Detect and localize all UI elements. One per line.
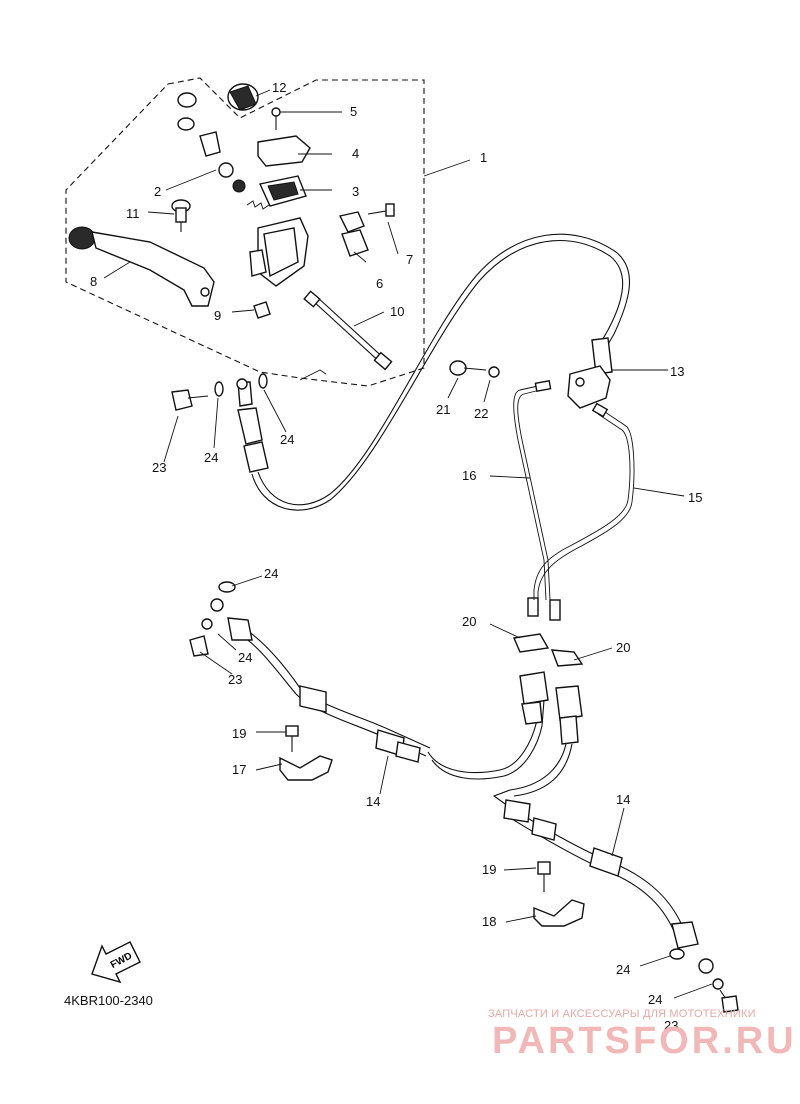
callout-3: 3 — [352, 184, 359, 199]
washer-24-e — [669, 948, 685, 960]
callout-1: 1 — [480, 150, 487, 165]
washer-24-c — [218, 581, 236, 593]
brake-hose-14-left — [227, 617, 549, 780]
brake-lever-8 — [68, 226, 215, 307]
bracket-17 — [279, 755, 333, 781]
callout-18: 18 — [482, 914, 496, 929]
callout-22: 22 — [474, 406, 488, 421]
callout-5: 5 — [350, 104, 357, 119]
diagram-code: 4KBR100-2340 — [64, 993, 153, 1008]
callout-24b: 24 — [280, 432, 294, 447]
brake-hose-14-right — [492, 685, 699, 949]
washer-24-b — [258, 373, 268, 389]
washer-22 — [488, 366, 500, 378]
holder-6 — [338, 211, 369, 257]
brake-pipe-15 — [533, 402, 635, 621]
callout-7: 7 — [406, 252, 413, 267]
union-bolt-23-bottom — [719, 989, 739, 1013]
callout-21: 21 — [436, 402, 450, 417]
master-cylinder-body — [249, 217, 309, 287]
callout-19b: 19 — [482, 862, 496, 877]
nut-9 — [253, 301, 271, 319]
callout-15: 15 — [688, 490, 702, 505]
leader-lines — [103, 89, 713, 999]
bracket-18 — [533, 899, 585, 927]
callout-12: 12 — [272, 80, 286, 95]
callout-19a: 19 — [232, 726, 246, 741]
washer-24-f — [698, 958, 714, 974]
switch-10 — [303, 290, 393, 371]
bolt-19-right — [537, 861, 551, 892]
callout-24e: 24 — [616, 962, 630, 977]
washer-24-d — [210, 598, 224, 612]
brake-pipe-16 — [513, 380, 552, 617]
callout-10: 10 — [390, 304, 404, 319]
callout-24d: 24 — [238, 650, 252, 665]
callout-2: 2 — [154, 184, 161, 199]
callout-24c: 24 — [264, 566, 278, 581]
union-bolt-23-mid — [189, 618, 213, 657]
callout-labels: 12 5 4 1 2 3 11 7 8 6 9 10 13 21 22 24 2… — [90, 80, 702, 1033]
callout-24a: 24 — [204, 450, 218, 465]
callout-23b: 23 — [228, 672, 242, 687]
callout-16: 16 — [462, 468, 476, 483]
callout-11: 11 — [126, 206, 140, 221]
callout-20a: 20 — [462, 614, 476, 629]
callout-24f: 24 — [648, 992, 662, 1007]
fwd-arrow-icon: FWD — [91, 941, 141, 984]
joint-13 — [567, 337, 613, 409]
clip-20-right — [550, 649, 584, 667]
washer-24-g — [712, 978, 724, 990]
bolt-19-left — [285, 725, 299, 752]
callout-20b: 20 — [616, 640, 630, 655]
upper-hose — [236, 233, 630, 511]
callout-4: 4 — [352, 146, 359, 161]
callout-6: 6 — [376, 276, 383, 291]
bolt-7 — [367, 203, 395, 217]
callout-23c: 23 — [664, 1018, 678, 1033]
diaphragm-3 — [259, 175, 307, 207]
clip-20-left — [513, 633, 550, 653]
callout-14b: 14 — [616, 792, 630, 807]
watermark-logo: PARTSFOR.RU — [492, 1020, 797, 1062]
screw-5 — [271, 107, 281, 130]
callout-14a: 14 — [366, 794, 380, 809]
callout-23a: 23 — [152, 460, 166, 475]
bolt-21 — [449, 360, 487, 376]
reservoir-cover-4 — [257, 135, 311, 167]
callout-13: 13 — [670, 364, 684, 379]
pivot-bolt-11 — [171, 199, 191, 232]
callout-17: 17 — [232, 762, 246, 777]
assembly-outline — [65, 77, 425, 387]
callout-9: 9 — [214, 308, 221, 323]
union-bolt-23-top — [171, 389, 209, 411]
watermark-tagline: ЗАПЧАСТИ И АКСЕССУАРЫ ДЛЯ МОТОТЕХНИКИ — [488, 1008, 756, 1020]
washer-24-a — [214, 381, 224, 397]
reservoir-cap-12 — [227, 83, 259, 111]
callout-8: 8 — [90, 274, 97, 289]
boot-top — [177, 92, 270, 210]
